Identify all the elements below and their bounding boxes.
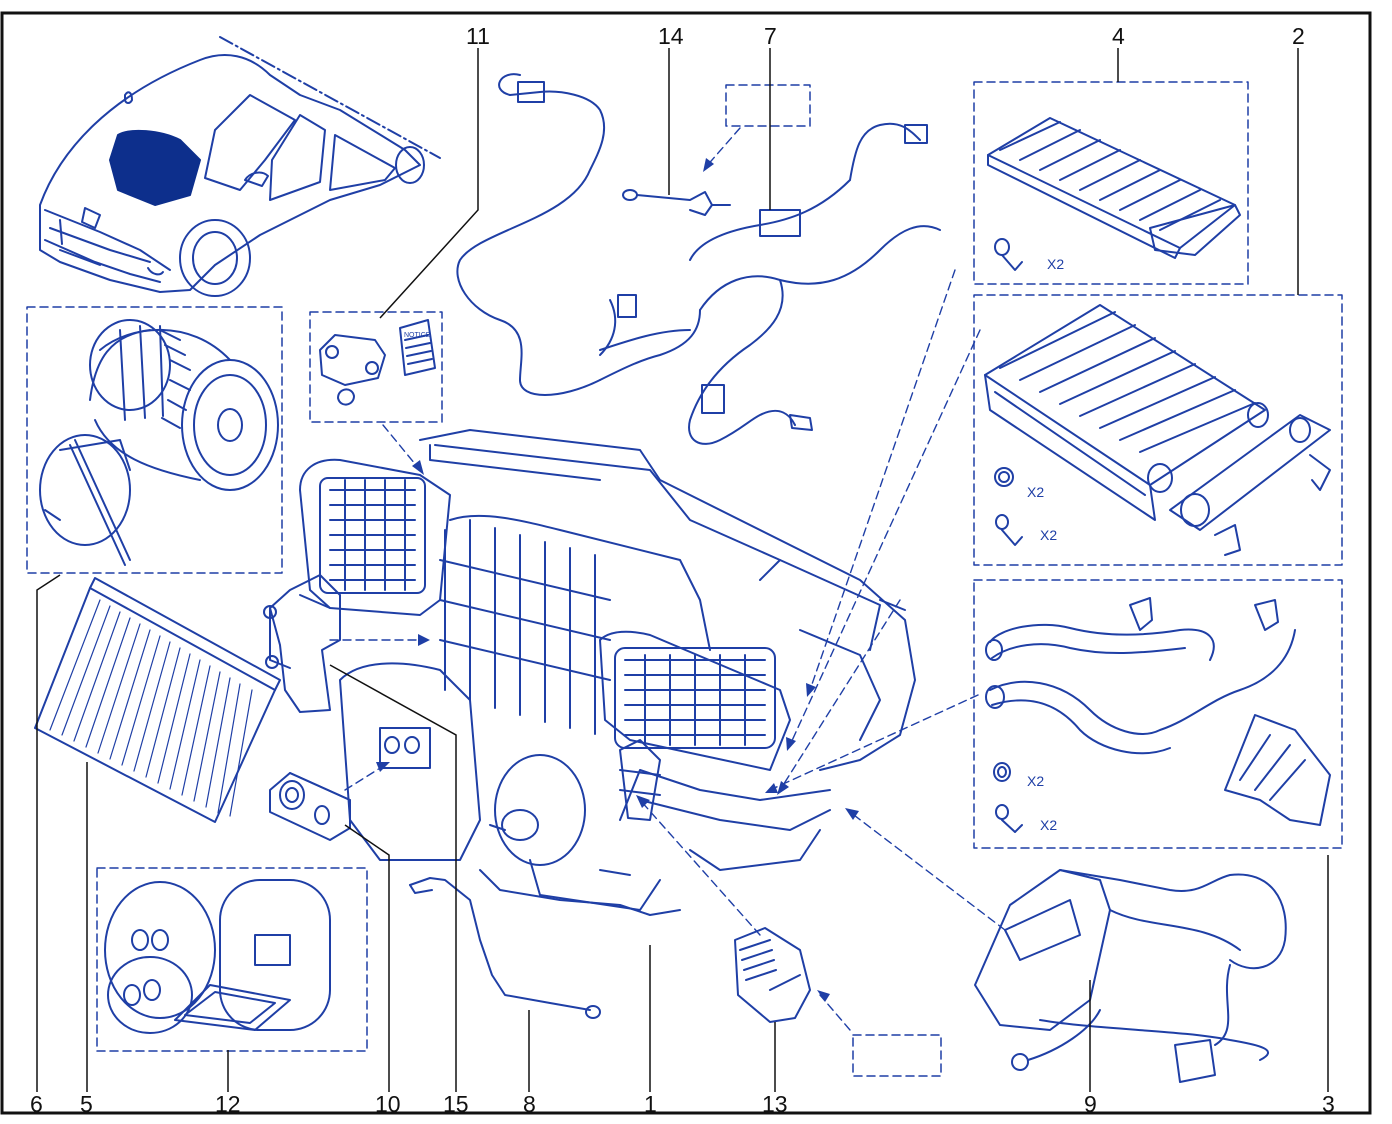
callout-7: 7	[764, 23, 777, 49]
expansion-valve	[269, 772, 351, 841]
callout-6: 6	[30, 1091, 43, 1117]
temperature-sensor	[622, 189, 731, 216]
locator-box-sensor	[725, 84, 811, 127]
pollen-filter	[34, 577, 281, 823]
arrow-heads	[376, 158, 859, 1002]
drain-pipe	[409, 877, 601, 1019]
callout-10: 10	[375, 1091, 401, 1117]
callout-8: 8	[523, 1091, 536, 1117]
blower-motor-assembly	[26, 306, 283, 574]
heater-pipes-kit	[973, 579, 1343, 849]
flap-actuator-kit	[309, 311, 443, 423]
callout-9: 9	[1084, 1091, 1097, 1117]
locator-box-resistor	[852, 1034, 942, 1077]
notice-sheet-label: NOTICE	[404, 332, 431, 339]
callout-5: 5	[80, 1091, 93, 1117]
vehicle-location-illustration	[39, 36, 441, 297]
heater-matrix-small	[973, 81, 1249, 285]
callout-2: 2	[1292, 23, 1305, 49]
callout-3: 3	[1322, 1091, 1335, 1117]
callout-13: 13	[762, 1091, 788, 1117]
callout-4: 4	[1112, 23, 1125, 49]
heater-control-module	[974, 869, 1287, 1083]
qty-seal-pipes: X2	[1027, 773, 1045, 789]
qty-screw-pipes: X2	[1040, 817, 1058, 833]
callout-11: 11	[466, 23, 490, 49]
heater-matrix	[973, 294, 1343, 566]
qty-screw-heater: X2	[1040, 527, 1058, 543]
callout-leaders	[36, 48, 1329, 1092]
callout-14: 14	[658, 23, 684, 49]
wiring-harness	[456, 73, 941, 445]
callout-1: 1	[644, 1091, 657, 1117]
callout-12: 12	[215, 1091, 241, 1117]
qty-screw-heater-small: X2	[1047, 256, 1065, 272]
blower-resistor	[734, 927, 811, 1023]
callout-15: 15	[443, 1091, 469, 1117]
outer-frame	[0, 11, 1372, 1115]
qty-seal-heater: X2	[1027, 484, 1045, 500]
heating-ventilation-unit	[299, 429, 916, 916]
gasket-seal-kit	[96, 867, 368, 1052]
assembly-arrows	[329, 127, 1006, 1031]
